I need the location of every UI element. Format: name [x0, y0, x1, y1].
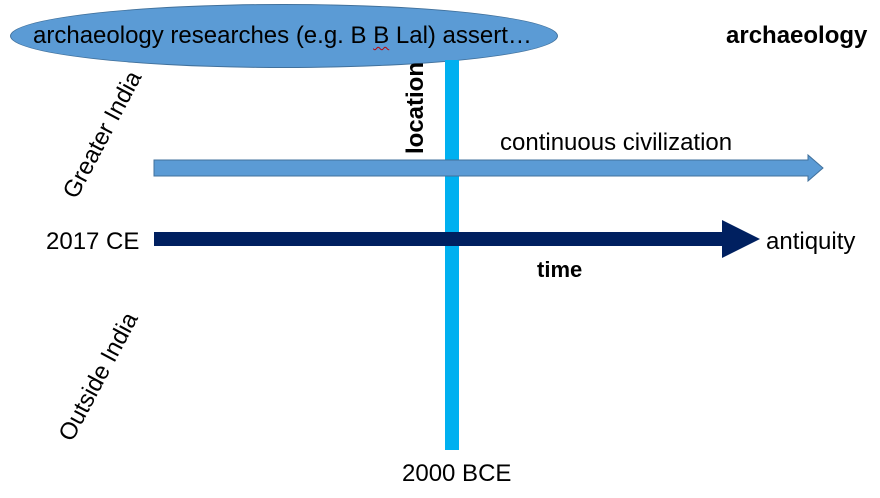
spellcheck-word: B: [373, 22, 390, 49]
location-axis-bar: [445, 60, 459, 450]
claim-ellipse: [10, 4, 558, 68]
continuous-civilization-label: continuous civilization: [500, 129, 733, 156]
time-label: time: [537, 257, 583, 282]
antiquity-label: antiquity: [766, 228, 856, 255]
claim-text: archaeology researches (e.g. B B Lal) as…: [33, 22, 532, 49]
end-year-label: 2000 BCE: [402, 460, 512, 487]
location-label: location: [402, 61, 429, 155]
corner-title: archaeology: [726, 22, 868, 49]
start-year-label: 2017 CE: [46, 228, 140, 255]
time-arrow: [154, 220, 760, 258]
continuous-civilization-arrow: [153, 153, 824, 183]
